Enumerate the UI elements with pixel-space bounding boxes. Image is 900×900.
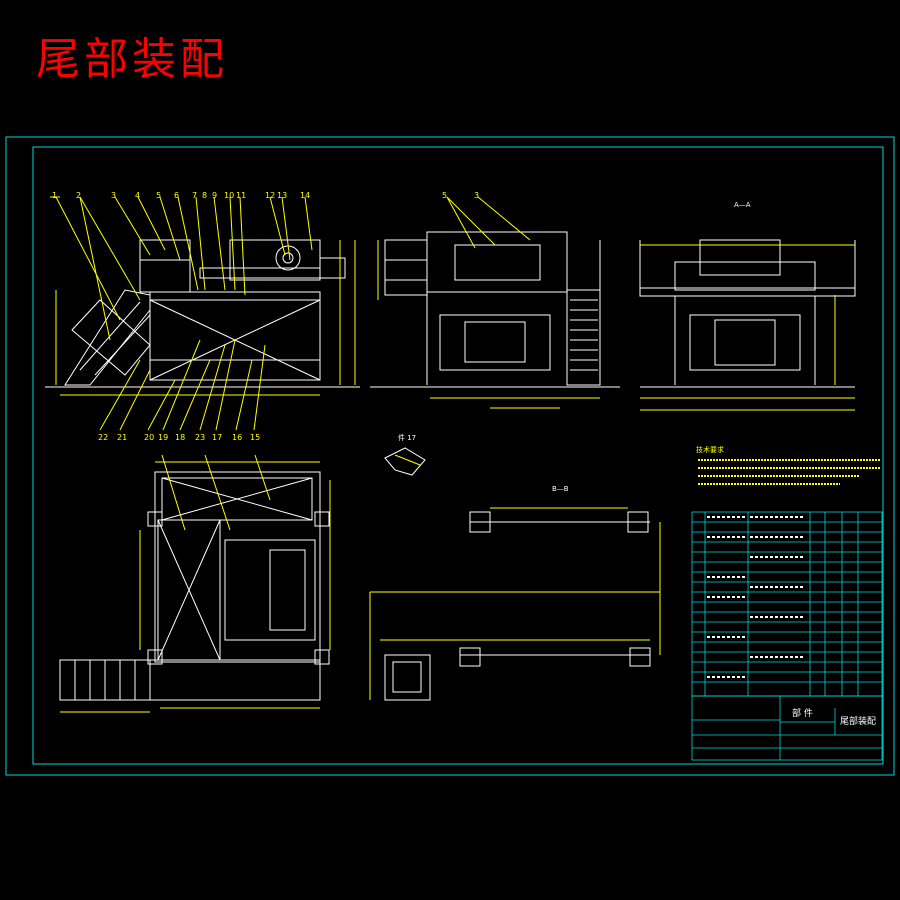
callout-18: 18 bbox=[175, 433, 185, 442]
callout-15: 15 bbox=[250, 433, 260, 442]
detail-17: 件 17 bbox=[384, 433, 426, 476]
callout-16: 16 bbox=[232, 433, 242, 442]
callout-4: 4 bbox=[135, 191, 140, 200]
inner-border bbox=[32, 146, 884, 765]
label-b-b: B—B bbox=[552, 485, 569, 493]
outer-border bbox=[5, 136, 895, 776]
page-title: 尾部装配 bbox=[36, 34, 228, 85]
label-a-a: A—A bbox=[734, 201, 751, 209]
callout-8: 8 bbox=[202, 191, 207, 200]
front-view bbox=[45, 196, 360, 431]
callout-7: 7 bbox=[192, 191, 197, 200]
callout-5: 5 bbox=[156, 191, 161, 200]
callout-9: 9 bbox=[212, 191, 217, 200]
callout-21: 21 bbox=[117, 433, 127, 442]
section-b-b: B—B bbox=[369, 485, 661, 701]
callout-leaders bbox=[50, 196, 313, 431]
side-view-right: A—A bbox=[639, 201, 856, 411]
callout-mid-3: 3 bbox=[474, 191, 479, 200]
bottom-callouts: 22 21 20 19 18 23 17 16 15 bbox=[98, 433, 260, 442]
label-detail-17: 件 17 bbox=[398, 433, 416, 442]
callout-14: 14 bbox=[300, 191, 310, 200]
callout-2: 2 bbox=[76, 191, 81, 200]
callout-1: 1 bbox=[52, 191, 57, 200]
title-block-drawing-title: 尾部装配 bbox=[840, 715, 876, 727]
tech-requirements: 技术要求 bbox=[696, 445, 880, 485]
title-block-name: 部 件 bbox=[792, 707, 813, 719]
callout-6: 6 bbox=[174, 191, 179, 200]
top-callouts: 1 2 3 4 5 6 7 8 9 10 11 12 13 14 bbox=[52, 191, 310, 200]
end-view-middle: 5 3 bbox=[370, 191, 620, 409]
callout-17: 17 bbox=[212, 433, 222, 442]
callout-23: 23 bbox=[195, 433, 205, 442]
tech-req-title: 技术要求 bbox=[696, 445, 724, 454]
callout-13: 13 bbox=[277, 191, 287, 200]
plan-view bbox=[59, 454, 331, 713]
callout-11: 11 bbox=[236, 191, 246, 200]
callout-3: 3 bbox=[111, 191, 116, 200]
callout-19: 19 bbox=[158, 433, 168, 442]
callout-mid-5: 5 bbox=[442, 191, 447, 200]
parts-list-table: 部 件 尾部装配 bbox=[691, 511, 883, 761]
callout-20: 20 bbox=[144, 433, 154, 442]
callout-22: 22 bbox=[98, 433, 108, 442]
callout-12: 12 bbox=[265, 191, 275, 200]
callout-10: 10 bbox=[224, 191, 234, 200]
